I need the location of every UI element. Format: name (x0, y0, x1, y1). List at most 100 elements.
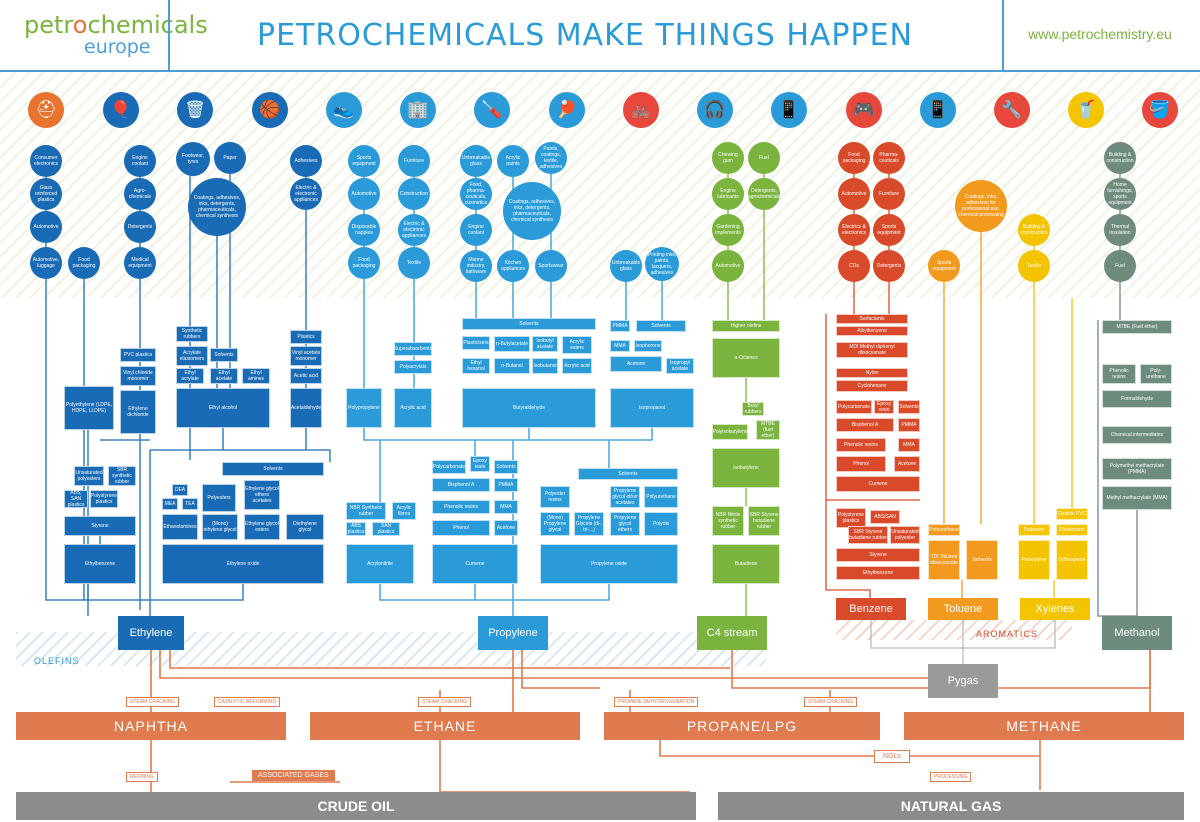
product-box[interactable]: Unsaturated polyesters (74, 466, 104, 486)
bucket-icon[interactable]: 🪣 (1142, 92, 1178, 128)
product-box[interactable]: Acetic acid (290, 368, 322, 384)
product-box[interactable]: Solvents (210, 348, 238, 362)
cup-icon[interactable]: 🥤 (1068, 92, 1104, 128)
use-circle[interactable]: CDs (838, 250, 870, 282)
use-circle[interactable]: Sports equipment (873, 214, 905, 246)
product-box[interactable]: Ethyl hexanol (462, 358, 490, 374)
product-box[interactable]: Cyclohexane (836, 380, 908, 392)
product-box[interactable]: Propylene Glycols (di-, tri-...) (574, 512, 604, 536)
feedstock-methanol[interactable]: Methanol (1102, 616, 1172, 650)
product-box[interactable]: Alkylbenzene (836, 326, 908, 336)
product-box[interactable]: Solvents (494, 460, 518, 474)
use-circle[interactable]: Sportswear (535, 250, 567, 282)
product-box[interactable]: MMA (494, 500, 518, 514)
product-box[interactable]: MDI Methyl diphenyl diisocyanate (836, 342, 908, 358)
product-box[interactable]: α-Octenes (712, 338, 780, 378)
use-circle[interactable]: Automotive (712, 250, 744, 282)
product-box[interactable]: Methyl methacrylate (MMA) (1102, 486, 1172, 510)
product-box[interactable]: Phenolic resins (1102, 364, 1136, 384)
product-box[interactable]: Superabsorbents (394, 342, 432, 356)
use-circle[interactable]: Adhesives (290, 145, 322, 177)
product-box[interactable]: Ethylbenzene (64, 544, 136, 584)
product-box[interactable]: SBR synthetic rubber (108, 466, 136, 486)
product-box[interactable]: Isopropyl acetate (666, 358, 694, 374)
product-box[interactable]: SBR Styrene butadiene rubber (848, 526, 888, 544)
product-box[interactable]: Paraxylene (1018, 540, 1050, 580)
use-circle[interactable]: Furniture (398, 145, 430, 177)
product-box[interactable]: Surfactants (836, 314, 908, 324)
use-circle[interactable]: Footwear, tyres (176, 142, 210, 176)
sneaker-icon[interactable]: 👟 (326, 92, 362, 128)
product-box[interactable]: Acrylic acid (562, 358, 592, 374)
product-box[interactable]: Butadiene (712, 544, 780, 584)
product-box[interactable]: Phenol (432, 520, 490, 536)
product-box[interactable]: TDI Toluene diisocyanate (928, 540, 960, 580)
raw-material-ethane[interactable]: ETHANE (310, 712, 580, 740)
product-box[interactable]: Polyethylene (LDPE, HDPE, LLDPE) (64, 386, 114, 430)
use-circle[interactable]: Sports equipment (928, 250, 960, 282)
use-circle[interactable]: Engine coolant (124, 145, 156, 177)
product-box[interactable]: Unsaturated polyester (890, 526, 920, 544)
raw-material-naphtha[interactable]: NAPHTHA (16, 712, 286, 740)
product-box[interactable]: Acetone (610, 356, 662, 372)
product-box[interactable]: Polyurethane (644, 486, 678, 508)
feedstock-pygas[interactable]: Pygas (928, 664, 998, 698)
product-box[interactable]: Acrylic acid (394, 388, 432, 428)
feedstock-c4-stream[interactable]: C4 stream (697, 616, 767, 650)
product-box[interactable]: Isobutanol (532, 358, 558, 374)
product-box[interactable]: Ethylene dichloride (120, 390, 156, 434)
headset-icon[interactable]: 🎧 (697, 92, 733, 128)
bicycle-icon[interactable]: 🚲 (623, 92, 659, 128)
use-circle[interactable]: Coatings, adhesives, inks, detergents, p… (503, 182, 561, 240)
use-circle[interactable]: Home furnishings, sports equipment (1104, 178, 1136, 210)
product-box[interactable]: Epoxy resin (874, 400, 894, 414)
use-circle[interactable]: Automotive (30, 211, 62, 243)
product-box[interactable]: Acetone (494, 520, 518, 536)
product-box[interactable]: PVC plastics (120, 348, 156, 362)
product-box[interactable]: MTBE (fuel ether) (756, 420, 780, 440)
product-box[interactable]: Ethyl acrylate (176, 368, 204, 384)
use-circle[interactable]: Kitchen appliances (497, 250, 529, 282)
use-circle[interactable]: Glass reinforced plastics (30, 178, 62, 210)
use-circle[interactable]: Detergents (873, 250, 905, 282)
remote-icon[interactable]: 📱 (771, 92, 807, 128)
bin-icon[interactable]: 🗑 (177, 92, 213, 128)
product-box[interactable]: Acrylate elastomers (176, 346, 208, 366)
product-box[interactable]: Ethyl alcohol (176, 388, 270, 428)
use-circle[interactable]: Thermal insulation (1104, 214, 1136, 246)
use-circle[interactable]: Furniture (873, 178, 905, 210)
product-box[interactable]: Chemical intermediates (1102, 426, 1172, 444)
product-box[interactable]: SAN plastics (372, 522, 400, 536)
use-circle[interactable]: Printing inks, paints, lacquers, adhesiv… (645, 247, 679, 281)
product-box[interactable]: Cumene (432, 544, 518, 584)
use-circle[interactable]: Paper (214, 142, 246, 174)
product-box[interactable]: Styrene (64, 516, 136, 536)
use-circle[interactable]: Food packaging (348, 247, 380, 279)
product-box[interactable]: PMMA (494, 478, 518, 492)
product-box[interactable]: Ethyl amines (242, 368, 270, 384)
product-box[interactable]: Styrene (836, 548, 920, 562)
product-box[interactable]: Ethyl acetate (210, 368, 238, 384)
source-natural-gas[interactable]: NATURAL GAS (718, 792, 1184, 820)
use-circle[interactable]: Acrylic paints (497, 145, 529, 177)
pliers-icon[interactable]: 🔧 (994, 92, 1030, 128)
product-box[interactable]: Plastics (290, 330, 322, 344)
product-box[interactable]: Orthoxylene (1056, 540, 1088, 580)
product-box[interactable]: Phenolic resins (432, 500, 490, 514)
use-circle[interactable]: Unbreakable glass (610, 250, 642, 282)
use-circle[interactable]: Marine industry, bathware (460, 250, 492, 282)
product-box[interactable]: Propylene oxide (540, 544, 678, 584)
product-box[interactable]: Polyester (1018, 524, 1050, 536)
use-circle[interactable]: Food, pharma-ceuticals, cosmetics (460, 178, 492, 210)
balloons-icon[interactable]: 🎈 (103, 92, 139, 128)
product-box[interactable]: Higher olefins (712, 320, 780, 332)
use-circle[interactable]: Detergents (124, 211, 156, 243)
use-circle[interactable]: Disposable nappies (348, 214, 380, 246)
product-box[interactable]: PMMA (898, 418, 920, 432)
product-box[interactable]: Plasticisers (462, 336, 490, 350)
feedstock-propylene[interactable]: Propylene (478, 616, 548, 650)
use-circle[interactable]: Fuel (1104, 250, 1136, 282)
use-circle[interactable]: Building & construction (1104, 142, 1136, 174)
product-box[interactable]: Polymethyl methacrylate (PMMA) (1102, 458, 1172, 480)
product-box[interactable]: Acrylonitrile (346, 544, 414, 584)
